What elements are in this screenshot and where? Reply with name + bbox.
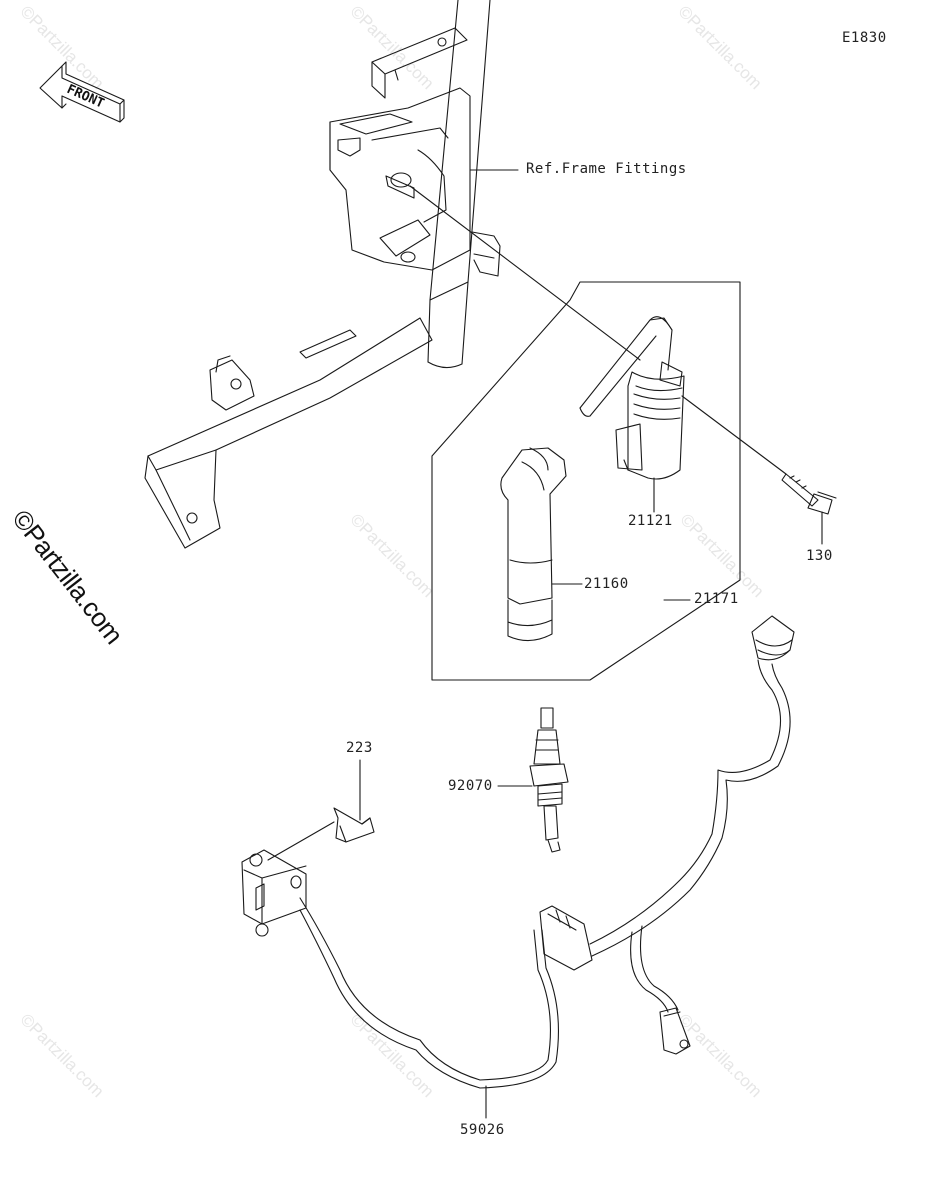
sensor-harness [242,616,794,1088]
part-label-21171[interactable]: 21171 [694,591,739,607]
part-label-223[interactable]: 223 [346,740,373,756]
frame-fittings [145,0,500,548]
ref-frame-fittings-label: Ref.Frame Fittings [526,161,687,177]
spark-plug [530,708,568,852]
part-label-59026[interactable]: 59026 [460,1122,505,1138]
part-label-130[interactable]: 130 [806,548,833,564]
part-label-21160[interactable]: 21160 [584,576,629,592]
diagram-code: E1830 [842,30,887,46]
bolt [782,474,836,514]
plug-cap [501,448,566,641]
screw [334,808,374,842]
front-label: FRONT [64,82,106,112]
ignition-coil [580,317,684,479]
front-arrow-icon: FRONT [40,62,124,122]
coil-assembly-outline [432,282,740,680]
part-label-92070[interactable]: 92070 [448,778,493,794]
part-label-21121[interactable]: 21121 [628,513,673,529]
